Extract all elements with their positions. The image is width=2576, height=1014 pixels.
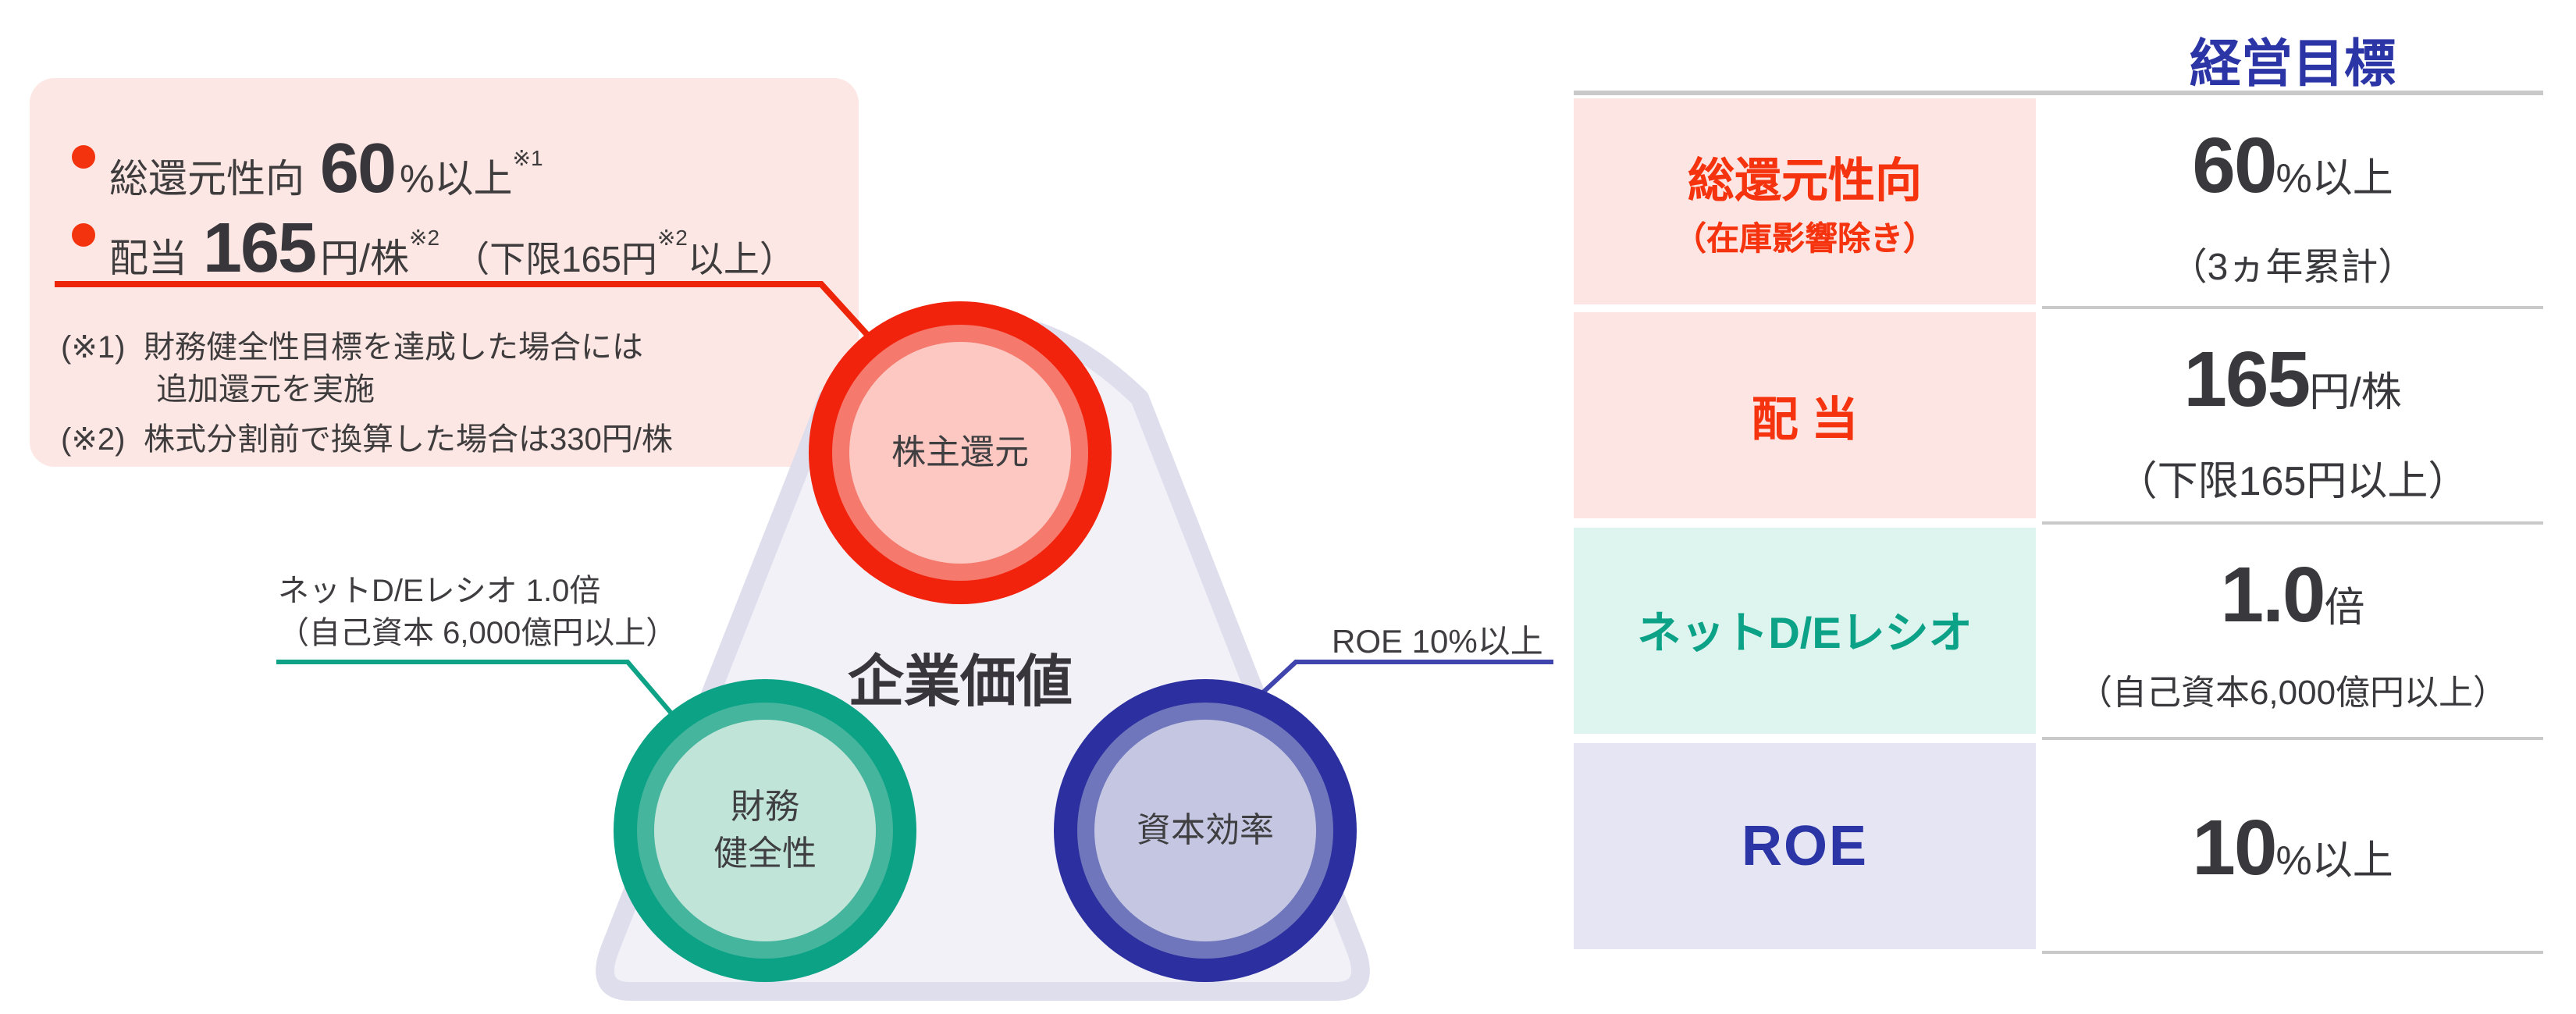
table-row-dividend: 配 当 165円/株 （下限165円以上） bbox=[1574, 312, 2543, 518]
footnote-1: (※1) 財務健全性目標を達成した場合には 追加還元を実施 bbox=[30, 331, 859, 415]
total-return-label-cell: 総還元性向 （在庫影響除き） bbox=[1574, 98, 2036, 304]
shareholder-return-circle: 株主還元 bbox=[809, 301, 1112, 604]
targets-table: 経営目標 総還元性向 （在庫影響除き） 60%以上 （3ヵ年累計） 配 当 16… bbox=[1574, 0, 2543, 1014]
dividend-label-cell: 配 当 bbox=[1574, 312, 2036, 518]
row-value: 60%以上 bbox=[2192, 122, 2393, 209]
row-value: 165円/株 bbox=[2183, 336, 2402, 423]
dividend-label: 配当 bbox=[109, 237, 198, 281]
net-de-annotation: ネットD/Eレシオ 1.0倍 （自己資本 6,000億円以上） bbox=[278, 571, 677, 656]
footnote-2-marker: (※2) bbox=[61, 423, 126, 457]
total-return-bullet: 総還元性向 60%以上※1 bbox=[109, 119, 543, 225]
capital-efficiency-circle-label: 資本効率 bbox=[1136, 810, 1274, 849]
net-de-annotation-line2: （自己資本 6,000億円以上） bbox=[278, 617, 678, 651]
net-de-annotation-line1: ネットD/Eレシオ 1.0倍 bbox=[278, 575, 601, 609]
row-label: 総還元性向 bbox=[1688, 156, 1922, 208]
dividend-floor-footnote-ref: ※2 bbox=[656, 225, 688, 250]
dividend-value: 165 bbox=[202, 208, 317, 287]
row-label: 配 当 bbox=[1751, 395, 1859, 447]
table-title: 経営目標 bbox=[2190, 34, 2396, 92]
shareholder-return-circle-ring: 株主還元 bbox=[832, 325, 1088, 581]
row-label: ROE bbox=[1741, 813, 1868, 877]
roe-label-cell: ROE bbox=[1574, 743, 2036, 949]
row-label: ネットD/Eレシオ bbox=[1637, 609, 1973, 657]
net-de-label-cell: ネットD/Eレシオ bbox=[1574, 528, 2036, 734]
shareholder-return-circle-fill: 株主還元 bbox=[849, 342, 1071, 564]
row-divider bbox=[2042, 951, 2543, 954]
footnote-1-text-line1: 財務健全性目標を達成した場合には bbox=[144, 331, 643, 365]
roe-value-cell: 10%以上 bbox=[2042, 743, 2543, 949]
shareholder-return-circle-label: 株主還元 bbox=[891, 432, 1029, 471]
capital-efficiency-circle-ring: 資本効率 bbox=[1077, 703, 1333, 959]
roe-annotation: ROE 10%以上 bbox=[1332, 624, 1543, 660]
dividend-unit: 円/株 bbox=[320, 237, 409, 281]
total-return-label: 総還元性向 bbox=[109, 158, 315, 201]
bullet-dot-icon bbox=[72, 223, 95, 247]
table-row-roe: ROE 10%以上 bbox=[1574, 743, 2543, 949]
footnote-1-text-line2: 追加還元を実施 bbox=[156, 373, 375, 407]
dividend-floor-open: （下限165円 bbox=[454, 239, 657, 279]
net-de-callout-line bbox=[276, 660, 702, 748]
dividend-value-cell: 165円/株 （下限165円以上） bbox=[2042, 312, 2543, 518]
total-return-value-cell: 60%以上 （3ヵ年累計） bbox=[2042, 98, 2543, 304]
table-header-rule bbox=[1574, 91, 2543, 95]
row-divider bbox=[2042, 306, 2543, 309]
financial-soundness-circle: 財務健全性 bbox=[614, 679, 916, 982]
row-value-sub: （下限165円以上） bbox=[2116, 457, 2469, 504]
table-row-net-de-ratio: ネットD/Eレシオ 1.0倍 （自己資本6,000億円以上） bbox=[1574, 528, 2543, 734]
row-value-sub: （自己資本6,000億円以上） bbox=[2077, 673, 2508, 712]
row-value-sub: （3ヵ年累計） bbox=[2169, 247, 2416, 289]
financial-soundness-circle-fill: 財務健全性 bbox=[654, 720, 876, 941]
footnote-1-marker: (※1) bbox=[61, 331, 126, 365]
financial-soundness-circle-ring: 財務健全性 bbox=[637, 703, 893, 959]
financial-soundness-circle-label: 財務健全性 bbox=[713, 787, 817, 873]
total-return-unit: %以上 bbox=[400, 158, 513, 201]
net-de-value-cell: 1.0倍 （自己資本6,000億円以上） bbox=[2042, 528, 2543, 734]
dividend-footnote-ref: ※2 bbox=[409, 225, 440, 250]
table-row-total-return: 総還元性向 （在庫影響除き） 60%以上 （3ヵ年累計） bbox=[1574, 98, 2543, 304]
row-label-sub: （在庫影響除き） bbox=[1674, 222, 1936, 258]
capital-efficiency-circle: 資本効率 bbox=[1054, 679, 1357, 982]
roe-callout-line bbox=[1250, 660, 1553, 705]
row-value: 1.0倍 bbox=[2220, 551, 2365, 639]
row-value: 10%以上 bbox=[2192, 804, 2393, 891]
total-return-value: 60 bbox=[319, 128, 397, 208]
capital-efficiency-circle-fill: 資本効率 bbox=[1094, 720, 1316, 941]
row-divider bbox=[2042, 737, 2543, 740]
corporate-value-label: 企業価値 bbox=[847, 649, 1073, 713]
footnote-2-text: 株式分割前で換算した場合は330円/株 bbox=[144, 423, 673, 457]
dividend-floor-close: 以上） bbox=[687, 239, 795, 279]
bullet-dot-icon bbox=[72, 145, 95, 169]
row-divider bbox=[2042, 521, 2543, 525]
total-return-footnote-ref: ※1 bbox=[512, 145, 543, 170]
